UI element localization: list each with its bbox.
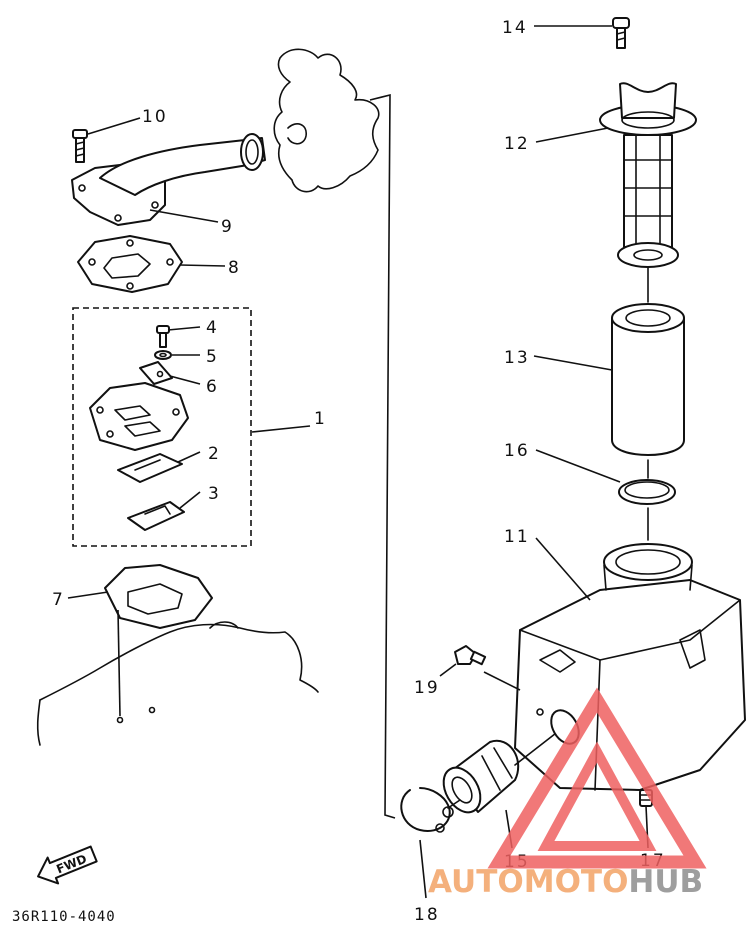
callout-8: 8: [228, 258, 241, 278]
fwd-arrow-icon: FWD: [37, 845, 98, 885]
callout-18: 18: [414, 905, 440, 925]
stopper-6: [139, 361, 173, 385]
callout-14: 14: [502, 18, 528, 38]
leader-7-vertical: [117, 609, 121, 717]
axis-line-15: [514, 729, 561, 766]
filter-element-13: [611, 303, 685, 456]
reed-2: [117, 453, 183, 483]
screw-14: [612, 17, 630, 49]
gasket-7: [104, 564, 213, 629]
watermark-auto: AUTO: [428, 864, 524, 900]
washer-5: [154, 350, 172, 360]
callout-1: 1: [314, 409, 327, 429]
callout-13: 13: [504, 348, 530, 368]
callout-4: 4: [206, 318, 219, 338]
callout-19: 19: [414, 678, 440, 698]
callout-16: 16: [504, 441, 530, 461]
callout-6: 6: [206, 377, 219, 397]
engine-outline-bottom: [36, 621, 319, 746]
callout-labels: 10 9 8 4 5 6 1 2 3 7 14 12 13 16 11 19 1…: [52, 18, 664, 925]
engine-outline-top: [273, 48, 380, 193]
warning-triangle-icon: [487, 687, 707, 869]
filter-cap-12: [599, 82, 697, 268]
clip-18: [400, 787, 454, 833]
callout-5: 5: [206, 347, 219, 367]
callout-12: 12: [504, 134, 530, 154]
reed-valve-assembly-box: [72, 307, 252, 547]
watermark-text: AUTOMOTOHUB: [428, 864, 703, 900]
screw-4: [156, 325, 170, 348]
reed-stopper-3: [127, 501, 185, 531]
callout-3: 3: [208, 484, 221, 504]
callout-9: 9: [221, 217, 234, 237]
callout-11: 11: [504, 527, 530, 547]
bolt-19: [454, 645, 487, 666]
gasket-8: [77, 235, 183, 293]
watermark-hub: HUB: [628, 864, 703, 900]
watermark-logo: AUTOMOTOHUB: [428, 687, 707, 900]
watermark-moto: MOTO: [524, 864, 629, 900]
leader-lines: [67, 25, 649, 899]
bolt-10: [72, 129, 88, 163]
axis-line-18: [447, 799, 461, 809]
reed-valve-body: [89, 382, 189, 451]
o-ring-16: [618, 479, 676, 505]
callout-2: 2: [208, 444, 221, 464]
callout-10: 10: [142, 107, 168, 127]
intake-elbow-9: [71, 133, 266, 226]
callout-7: 7: [52, 590, 65, 610]
strainer-15: [442, 739, 520, 814]
diagram-code: 36R110-4040: [12, 909, 116, 925]
divider-line: [369, 93, 396, 819]
